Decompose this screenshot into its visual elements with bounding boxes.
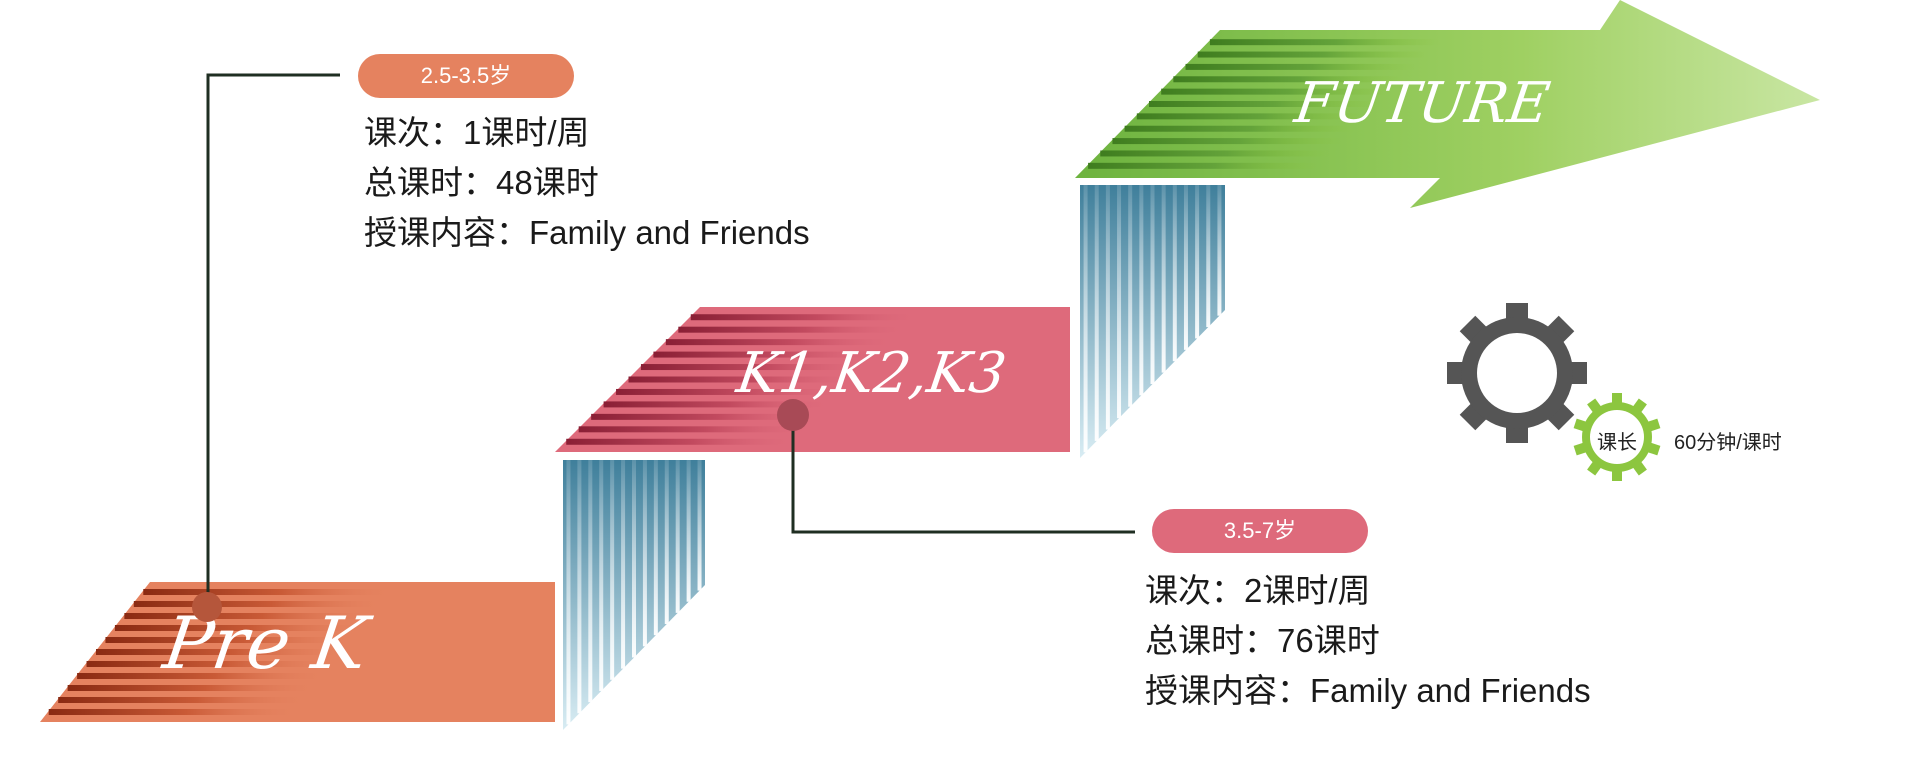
gear-hole <box>1477 333 1557 413</box>
riser-stripe <box>697 460 702 591</box>
riser-stripe <box>1139 185 1144 396</box>
gear-tooth <box>1459 315 1490 346</box>
riser-stripe <box>1195 185 1200 339</box>
prek-connector-dot <box>192 592 222 622</box>
prek-connector-line <box>206 73 340 596</box>
step-streak <box>616 388 847 395</box>
step-streak <box>1136 113 1367 120</box>
k-age-badge: 3.5-7岁 <box>1152 509 1368 553</box>
step-streak <box>1149 101 1379 107</box>
riser-stripe <box>621 460 626 669</box>
future-label: FUTURE <box>1290 71 1554 136</box>
step-streak <box>566 438 797 445</box>
duration-value: 60分钟/课时 <box>1674 432 1782 454</box>
prek-step: Pre K <box>40 582 555 722</box>
step-streak <box>1197 51 1428 58</box>
riser-stripe <box>664 460 669 625</box>
riser-stripe <box>1217 185 1222 316</box>
riser-stripe <box>577 460 582 714</box>
step-streak <box>1124 125 1355 132</box>
k-step: K1,K2,K3 <box>555 307 1070 452</box>
riser-stripe <box>642 460 647 647</box>
step-streak <box>133 601 384 607</box>
riser-stripe <box>632 460 636 658</box>
step-streak <box>603 401 834 408</box>
step-streak <box>1161 88 1392 95</box>
k-connector-line <box>791 415 1135 534</box>
step-streak <box>690 314 921 321</box>
step-streak <box>591 413 822 420</box>
k-lessons-text: 课次：2课时/周 <box>1145 572 1371 609</box>
k-total-hours-text: 总课时：76课时 <box>1145 622 1380 659</box>
step-streak <box>58 697 309 703</box>
riser-stripe <box>610 460 615 680</box>
step-streak <box>653 351 884 358</box>
step-streak <box>77 673 328 679</box>
gear-icon <box>1573 393 1661 481</box>
step-streak <box>124 613 375 619</box>
step-streak <box>640 364 871 371</box>
step-streak <box>678 326 909 333</box>
step-streak <box>105 637 356 643</box>
gear-tooth <box>1612 466 1622 481</box>
step-streak <box>96 649 346 655</box>
riser-stripe <box>653 460 658 636</box>
riser-stripe <box>1161 185 1166 373</box>
step-streak <box>48 709 299 715</box>
riser-2 <box>1080 185 1225 458</box>
step-streak <box>1100 150 1331 157</box>
step-streak <box>114 625 365 631</box>
step-streak <box>628 376 859 383</box>
step-streak <box>1173 76 1404 83</box>
step-streak <box>1088 162 1319 169</box>
prek-age-badge: 2.5-3.5岁 <box>358 54 574 98</box>
gear-tooth <box>1544 400 1575 431</box>
gear-tooth <box>1544 315 1575 346</box>
gear-tooth <box>1459 400 1490 431</box>
prek-content-text: 授课内容：Family and Friends <box>364 214 810 251</box>
step-streak <box>1112 138 1343 145</box>
prek-label: Pre K <box>157 602 377 686</box>
step-streak <box>1185 63 1416 70</box>
prek-total-hours-text: 总课时：48课时 <box>364 164 599 201</box>
gear-icon <box>1447 303 1587 443</box>
gear-hole <box>1590 410 1644 464</box>
riser-stripe <box>1117 185 1122 419</box>
prek-info-text: 课次：1课时/周 总课时：48课时 授课内容：Family and Friend… <box>364 108 810 258</box>
riser-stripe <box>588 460 593 703</box>
step-streak <box>578 426 809 433</box>
step-streak <box>1209 39 1440 46</box>
riser-stripe <box>566 460 571 725</box>
riser-stripe <box>1105 185 1110 430</box>
riser-stripe <box>1128 185 1133 407</box>
riser-stripe <box>1094 185 1099 441</box>
riser-stripe <box>1206 185 1211 328</box>
riser-1 <box>563 460 705 730</box>
k-content-text: 授课内容：Family and Friends <box>1145 672 1591 709</box>
riser-stripe <box>686 460 691 602</box>
riser-stripe <box>675 460 680 613</box>
step-streak <box>665 339 896 346</box>
future-arrow: FUTURE <box>1075 0 1820 208</box>
duration-badge-label: 课长 <box>1597 432 1637 454</box>
k-connector-dot <box>777 399 809 431</box>
riser-stripe <box>1172 185 1177 362</box>
riser-stripe <box>1183 185 1188 350</box>
prek-lessons-text: 课次：1课时/周 <box>364 114 590 151</box>
step-streak <box>143 589 394 595</box>
riser-stripe <box>1083 185 1088 453</box>
gear-tooth <box>1612 393 1622 408</box>
k-label: K1,K2,K3 <box>732 341 1010 406</box>
riser-stripe <box>599 460 604 691</box>
riser-stripe <box>1150 185 1155 384</box>
step-streak <box>67 685 318 691</box>
step-streak <box>86 661 337 667</box>
k-info-text: 课次：2课时/周 总课时：76课时 授课内容：Family and Friend… <box>1145 566 1591 716</box>
